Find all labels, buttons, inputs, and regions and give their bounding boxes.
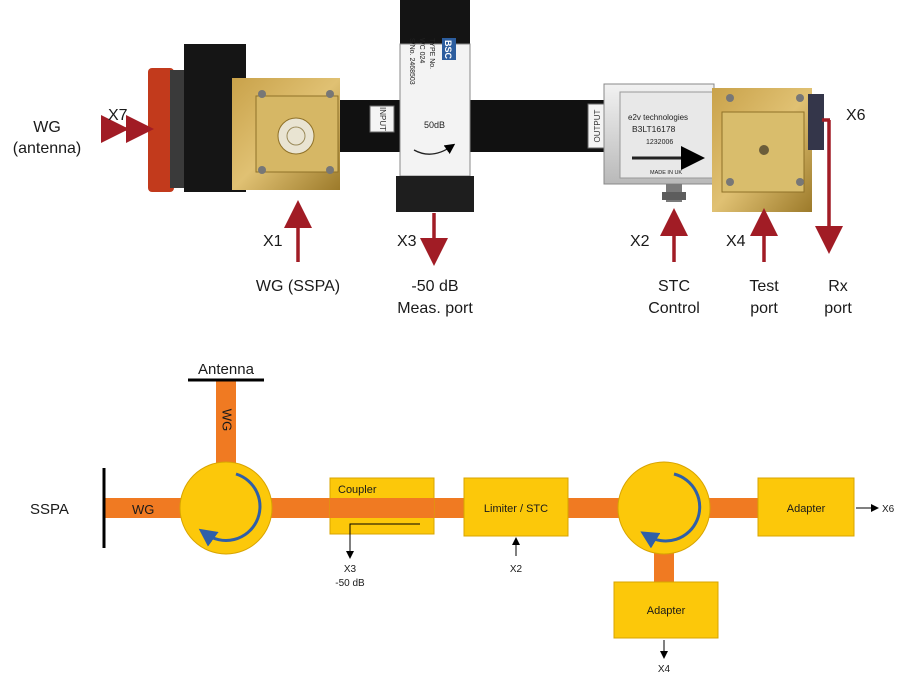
x3-db-label: -50 dB xyxy=(335,578,365,589)
adapter-right-box xyxy=(757,477,855,537)
adapter-right-label: Adapter xyxy=(787,503,826,515)
label-x2: X2 xyxy=(630,233,650,250)
label-wg-antenna-1: WG xyxy=(33,119,61,136)
wg-horizontal-label: WG xyxy=(132,502,154,517)
output-tag-label: OUTPUT xyxy=(593,109,602,142)
sspa-label: SSPA xyxy=(30,501,69,518)
limiter-label: Limiter / STC xyxy=(484,503,548,515)
label-meas-1: -50 dB xyxy=(411,278,458,295)
label-rx-1: Rx xyxy=(828,278,848,295)
adapter-bottom-box xyxy=(613,581,719,639)
red-flange xyxy=(148,68,174,192)
antenna-label: Antenna xyxy=(198,361,255,378)
part-label: B3LT16178 xyxy=(632,124,676,134)
circulator-left-arrow xyxy=(198,472,262,547)
limiter-box xyxy=(463,477,569,537)
waveguide-antenna xyxy=(216,380,236,470)
hardware-photo: INPUT 50dB BSC TYPE No. WC 024 S/No. 246… xyxy=(148,0,824,212)
label-x4: X4 xyxy=(726,233,746,250)
wg-vertical-label: WG xyxy=(220,409,235,431)
label-x1: X1 xyxy=(263,233,283,250)
label-x7: X7 xyxy=(108,107,128,124)
label-meas-2: Meas. port xyxy=(397,300,473,317)
label-stc-1: STC xyxy=(658,278,690,295)
coupler-label: Coupler xyxy=(338,484,377,496)
label-wg-sspa: WG (SSPA) xyxy=(256,278,340,295)
e2v-label: e2v technologies xyxy=(628,113,688,122)
x6-label: X6 xyxy=(882,504,895,515)
input-tag-label: INPUT xyxy=(378,107,387,131)
x2-label: X2 xyxy=(510,564,523,575)
circulator-right-arrow xyxy=(640,472,702,549)
block-diagram: SSPA WG Antenna WG Coupler X3 -50 dB Lim… xyxy=(30,361,895,675)
label-wg-antenna-2: (antenna) xyxy=(13,140,82,157)
x4-label: X4 xyxy=(658,664,671,675)
circulator-right xyxy=(617,461,711,555)
label-test-2: port xyxy=(750,300,778,317)
type-no-label: TYPE No. xyxy=(428,38,435,69)
label-x3: X3 xyxy=(397,233,417,250)
made-label: MADE IN UK xyxy=(650,170,682,176)
coupler-db-label: 50dB xyxy=(424,120,445,130)
label-rx-2: port xyxy=(824,300,852,317)
wc-label: WC 024 xyxy=(418,38,425,63)
sno-label: S/No. 2468503 xyxy=(408,38,415,85)
x3-label: X3 xyxy=(344,564,357,575)
serial-label: 1232006 xyxy=(646,139,673,146)
photo-arrows xyxy=(101,115,843,266)
label-stc-2: Control xyxy=(648,300,700,317)
label-x6: X6 xyxy=(846,107,866,124)
photo-labels: WG (antenna) X7 X1 WG (SSPA) X3 -50 dB M… xyxy=(13,107,866,317)
bsc-label: BSC xyxy=(443,40,453,60)
label-test-1: Test xyxy=(749,278,779,295)
adapter-bottom-label: Adapter xyxy=(647,605,686,617)
